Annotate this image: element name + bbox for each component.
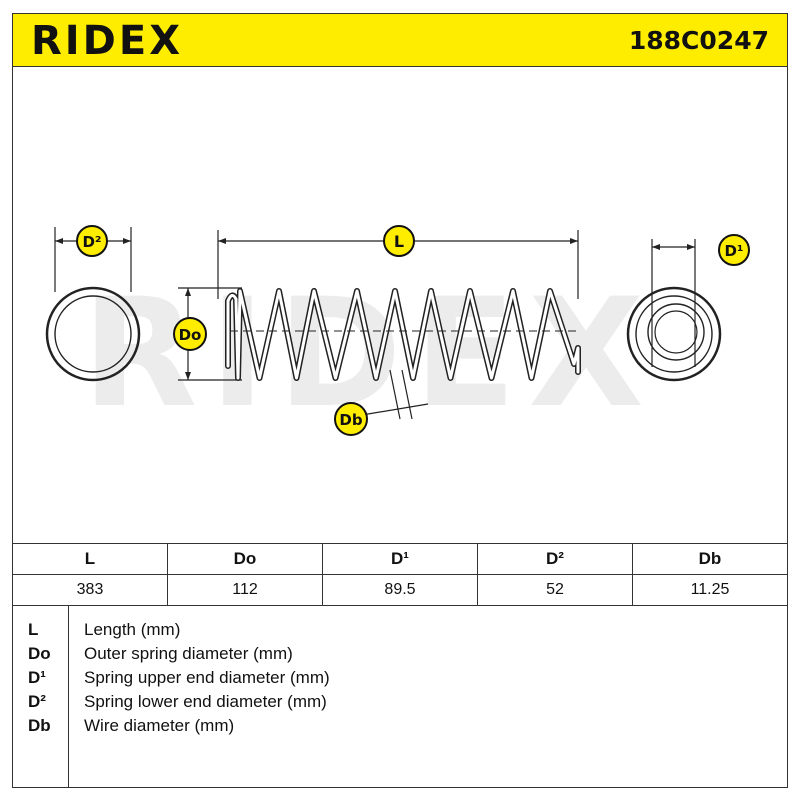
column-header: D¹ (322, 543, 478, 575)
table-cell: 112 (167, 574, 323, 606)
column-header: L (12, 543, 168, 575)
column-header: Db (632, 543, 788, 575)
label-l: L (394, 232, 404, 251)
legend-divider (68, 605, 69, 788)
column-header: Do (167, 543, 323, 575)
lower-end-view (45, 227, 141, 382)
table-cell: 89.5 (322, 574, 478, 606)
table-cell: 11.25 (632, 574, 788, 606)
table-cell: 52 (477, 574, 633, 606)
legend-item: D¹ Spring upper end diameter (mm) (12, 666, 788, 690)
label-d1: D¹ (724, 242, 743, 260)
label-do: Do (179, 326, 202, 344)
legend-key: D¹ (28, 668, 46, 687)
label-badge-d2: D² (76, 225, 108, 257)
legend-key: Do (28, 644, 51, 663)
legend-description: Wire diameter (mm) (84, 716, 235, 735)
legend-item: Do Outer spring diameter (mm) (12, 642, 788, 666)
label-badge-db: Db (334, 402, 368, 436)
label-db: Db (339, 411, 362, 429)
legend-description: Length (mm) (84, 620, 181, 639)
part-number: 188C0247 (628, 26, 769, 55)
legend-key: L (28, 620, 39, 639)
legend-item: L Length (mm) (12, 618, 788, 642)
label-badge-d1: D¹ (718, 234, 750, 266)
spring-side-view (225, 288, 581, 381)
upper-end-view (626, 239, 722, 382)
legend-item: Db Wire diameter (mm) (12, 714, 788, 738)
dimensions-value-row: 383 112 89.5 52 11.25 (12, 574, 788, 606)
legend-item: D² Spring lower end diameter (mm) (12, 690, 788, 714)
legend-description: Spring lower end diameter (mm) (84, 692, 327, 711)
header-bar: RIDEX 188C0247 (12, 13, 788, 67)
legend-description: Spring upper end diameter (mm) (84, 668, 330, 687)
column-header: D² (477, 543, 633, 575)
label-badge-do: Do (173, 317, 207, 351)
legend-key: D² (28, 692, 46, 711)
spring-diagram-svg: D² L D¹ Do Db (45, 225, 750, 436)
dimensions-table: L Do D¹ D² Db 383 112 89.5 52 11.25 (12, 543, 788, 606)
spring-drawing: RIDEX (12, 67, 788, 544)
brand-logo: RIDEX (31, 18, 184, 64)
wire-diameter-dimension (361, 369, 429, 420)
table-cell: 383 (12, 574, 168, 606)
legend: L Length (mm) Do Outer spring diameter (… (12, 605, 788, 788)
legend-key: Db (28, 716, 51, 735)
dimensions-header-row: L Do D¹ D² Db (12, 543, 788, 575)
label-badge-l: L (383, 225, 415, 257)
label-d2: D² (82, 233, 101, 251)
legend-description: Outer spring diameter (mm) (84, 644, 293, 663)
